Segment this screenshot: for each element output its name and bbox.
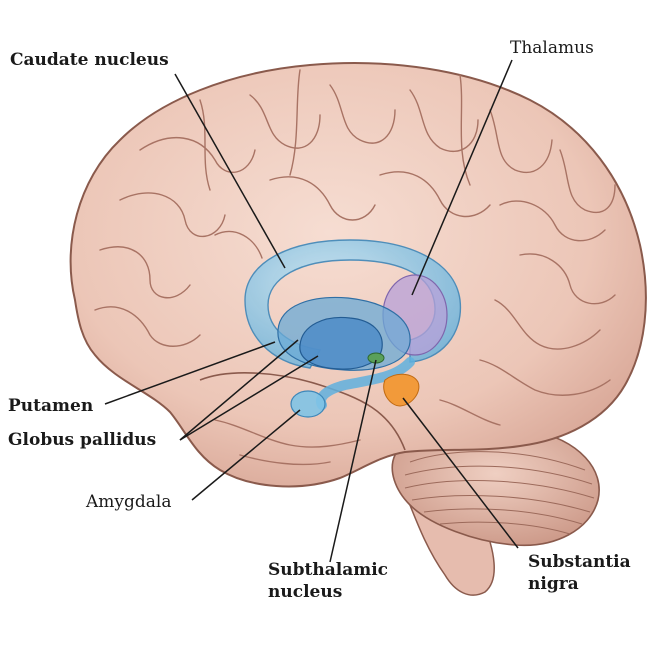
leader-thalamus xyxy=(411,59,513,296)
leader-substantia xyxy=(402,397,519,549)
label-substantia-line2: nigra xyxy=(528,574,579,594)
label-amygdala: Amygdala xyxy=(86,492,172,512)
label-subthalamic-line2: nucleus xyxy=(268,582,343,602)
leader-caudate xyxy=(174,73,286,269)
leader-subthalamic xyxy=(329,359,377,563)
label-substantia-line1: Substantia xyxy=(528,552,631,572)
leader-amygdala xyxy=(191,409,301,501)
label-putamen: Putamen xyxy=(8,396,94,416)
label-thalamus: Thalamus xyxy=(510,38,594,58)
leader-putamen xyxy=(104,341,276,405)
leader-globus-1 xyxy=(179,339,299,441)
label-subthalamic-line1: Subthalamic xyxy=(268,560,389,580)
cerebrum xyxy=(69,62,647,488)
cortical-sulci xyxy=(94,69,616,466)
label-caudate-nucleus: Caudate nucleus xyxy=(10,50,169,70)
temporal-lobe-edge xyxy=(199,372,406,451)
label-globus-pallidus: Globus pallidus xyxy=(8,430,157,450)
globus-pallidus-shape xyxy=(299,316,383,370)
leader-lines xyxy=(104,59,519,563)
leader-globus-2 xyxy=(179,355,319,441)
cerebellum xyxy=(391,425,600,547)
substantia-nigra-shape xyxy=(383,373,420,407)
